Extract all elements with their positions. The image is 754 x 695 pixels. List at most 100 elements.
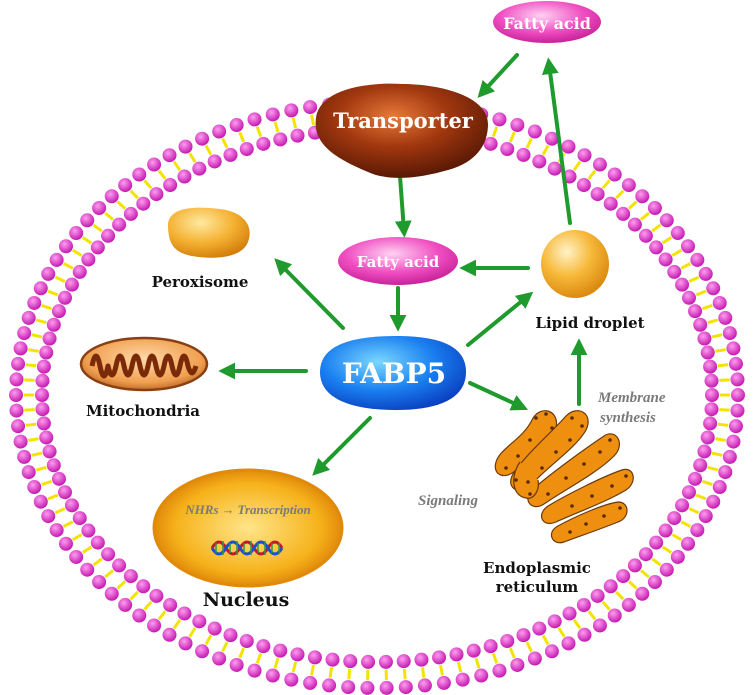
lipid-tail: [291, 117, 298, 129]
lipid-head: [500, 633, 515, 648]
lipid-tail: [627, 580, 638, 590]
lipid-head: [432, 650, 447, 665]
lipid-tail: [639, 569, 650, 579]
lipid-head: [343, 654, 358, 669]
lipid-head: [697, 331, 712, 346]
lipid-head: [11, 356, 26, 371]
ribosome-dot: [608, 438, 612, 442]
nucleus: NHRs→Transcription Nucleus: [152, 468, 344, 611]
lipid-tail: [221, 137, 229, 149]
lipid-head: [39, 345, 54, 360]
ribosome-dot: [568, 530, 572, 534]
lipid-head: [544, 644, 559, 659]
lipid-head: [621, 597, 636, 612]
lipid-tail: [587, 610, 597, 621]
lipid-tail: [572, 619, 582, 630]
lipid-head: [17, 326, 32, 341]
lipid-tail: [541, 634, 550, 646]
lipid-head: [177, 169, 192, 184]
arrow-lipid-droplet-to-fatty-acid-top: [541, 57, 572, 225]
ribosome-dot: [528, 492, 532, 496]
lipid-head: [101, 228, 116, 243]
lipid-tail: [688, 507, 700, 515]
lipid-head: [33, 494, 48, 509]
lipid-head: [590, 588, 605, 603]
lipid-head: [247, 663, 262, 678]
lipid-head: [635, 586, 650, 601]
lipid-tail: [719, 378, 730, 382]
lipid-head: [239, 142, 254, 157]
lipid-tail: [491, 652, 499, 664]
lipid-head: [195, 644, 210, 659]
lipid-head: [670, 226, 685, 241]
lipid-head: [436, 675, 451, 690]
lipid-head: [681, 536, 696, 551]
lipid-head: [58, 485, 73, 500]
lipid-head: [576, 598, 591, 613]
lipid-head: [112, 217, 127, 232]
lipid-tail: [456, 661, 463, 673]
fatty-acid-mid-node: Fatty acid: [338, 237, 458, 285]
lipid-tail: [328, 667, 333, 678]
lipid-head: [46, 458, 61, 473]
lipid-head: [247, 112, 262, 127]
ribosome-dot: [618, 506, 622, 510]
lipid-tail: [707, 465, 719, 472]
lipid-tail: [701, 304, 713, 311]
lipid-tail: [62, 520, 74, 528]
lipid-head: [81, 523, 96, 538]
signaling-label: Signaling: [418, 493, 479, 509]
lipid-head: [284, 103, 299, 118]
lipid-head: [577, 627, 592, 642]
lipid-tail: [35, 465, 47, 472]
lipid-tail: [41, 479, 53, 486]
ribosome-dot: [514, 478, 518, 482]
lipid-head: [658, 523, 673, 538]
lipid-head: [360, 680, 375, 695]
lipid-head: [123, 569, 138, 584]
lipid-head: [35, 373, 50, 388]
lipid-head: [303, 675, 318, 690]
lipid-tail: [71, 248, 83, 257]
lipid-head: [163, 177, 178, 192]
lipid-head: [658, 252, 673, 267]
lipid-head: [483, 136, 498, 151]
lipid-head: [492, 663, 507, 678]
lipid-head: [229, 657, 244, 672]
lipid-head: [64, 277, 79, 292]
ribosome-dot: [602, 514, 606, 518]
transcription-text: Transcription: [238, 502, 311, 517]
lipid-head: [532, 154, 547, 169]
lipid-tail: [615, 590, 625, 601]
lipid-tail: [28, 348, 39, 353]
lipid-head: [265, 107, 280, 122]
lipid-tail: [688, 275, 700, 283]
lipid-head: [325, 652, 340, 667]
lipid-head: [659, 562, 674, 577]
lipid-head: [527, 124, 542, 139]
lipid-head: [681, 290, 696, 305]
ribosome-dot: [568, 438, 572, 442]
lipid-head: [704, 373, 719, 388]
lipid-tail: [47, 289, 59, 297]
mitochondria-label: Mitochondria: [86, 402, 200, 420]
lipid-head: [455, 672, 470, 687]
lipid-head: [700, 430, 715, 445]
lipid-head: [638, 228, 653, 243]
lipid-head: [577, 148, 592, 163]
lipid-head: [492, 112, 507, 127]
lipid-tail: [157, 610, 167, 621]
lipid-tail: [491, 126, 499, 138]
lipid-head: [379, 680, 394, 695]
ribosome-dot: [526, 480, 530, 484]
lipid-head: [35, 388, 49, 402]
lipid-head: [516, 147, 531, 162]
pathway-arrows: [218, 53, 588, 476]
lipid-head: [35, 402, 50, 417]
lipid-head: [42, 444, 57, 459]
lipid-droplet: Lipid droplet: [535, 230, 645, 332]
lipid-head: [64, 498, 79, 513]
lipid-head: [659, 213, 674, 228]
lipid-head: [670, 549, 685, 564]
